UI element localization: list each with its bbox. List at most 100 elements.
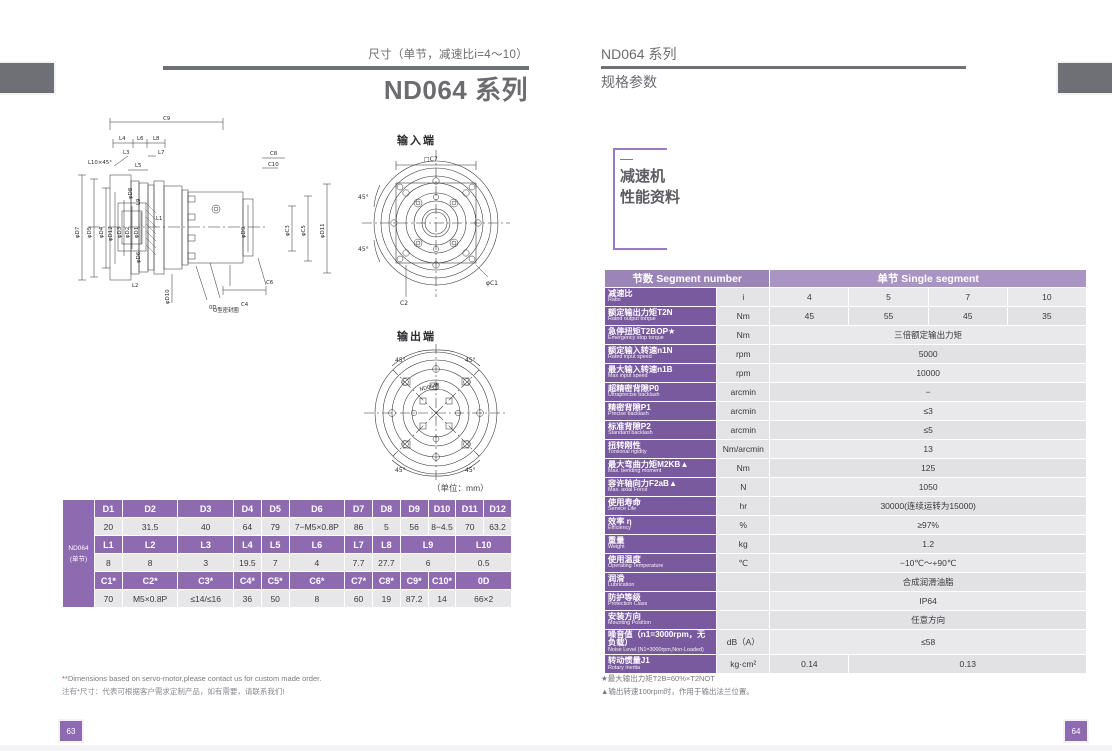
dimension-value-cell: 8−4.5: [427, 517, 457, 536]
svg-text:φD10: φD10: [165, 289, 171, 304]
dimension-head-cell: C3*: [177, 571, 234, 590]
svg-text:φD9: φD9: [241, 226, 247, 238]
spec-row-unit: N: [716, 477, 771, 497]
dimension-head-cell: C10*: [427, 571, 457, 590]
dimension-value-cell: 79: [260, 517, 290, 536]
dimension-value-cell: 31.5: [121, 517, 179, 536]
spec-row-unit: hr: [716, 496, 771, 516]
dimension-value-cell: 60: [344, 589, 373, 608]
spec-row-label: 容许轴向力F2aB▲Max. axial Force: [603, 477, 718, 497]
spec-value-cell: −: [769, 382, 1087, 402]
svg-text:φD1: φD1: [134, 227, 140, 238]
dimension-head-cell: D1: [94, 499, 123, 518]
spec-row-unit: %: [716, 515, 771, 535]
spec-value-cell: 35: [1006, 306, 1088, 326]
performance-line1: 减速机: [620, 168, 666, 185]
dimension-head-cell: L6: [288, 535, 346, 554]
svg-text:□C7: □C7: [424, 156, 438, 163]
edge-tab-right[interactable]: [1058, 63, 1112, 93]
spec-row-unit: [716, 610, 771, 630]
performance-box-frame: [613, 148, 667, 250]
dimension-value-cell: 8: [94, 553, 123, 572]
dimension-head-cell: C7*: [344, 571, 373, 590]
left-footnotes: **Dimensions based on servo-motor,please…: [62, 672, 321, 698]
svg-text:L5: L5: [135, 163, 141, 169]
svg-text:φC3: φC3: [285, 225, 291, 236]
dimension-value-cell: 86: [344, 517, 373, 536]
spec-row-unit: i: [716, 287, 771, 307]
dimension-value-cell: 3: [177, 553, 234, 572]
spec-row-unit: Nm: [716, 306, 771, 326]
svg-text:φD8: φD8: [128, 187, 134, 199]
svg-text:L2: L2: [132, 283, 138, 289]
svg-text:L9: L9: [136, 198, 142, 205]
dimension-head-cell: C9*: [399, 571, 429, 590]
dim-model-name: ND064: [68, 544, 89, 552]
dimension-head-cell: L7: [344, 535, 373, 554]
spec-value-cell: 45: [769, 306, 850, 326]
spec-value-cell: IP64: [769, 591, 1087, 611]
edge-tab-left[interactable]: [0, 63, 54, 93]
spec-row-unit: kg: [716, 534, 771, 554]
dimension-head-cell: D9: [399, 499, 429, 518]
spec-row-unit: kg·cm²: [716, 654, 771, 675]
svg-text:φD5: φD5: [87, 227, 93, 238]
right-footnote-2: ▲输出转速100rpm时，作用于输出法兰位置。: [601, 687, 754, 696]
dimension-head-cell: D2: [121, 499, 179, 518]
dimension-table-row: C1*C2*C3*C4*C5*C6*C7*C8*C9*C10*0D: [63, 571, 512, 590]
left-page: 尺寸（单节，减速比i=4～10） ND064 系列: [0, 49, 529, 741]
svg-text:C9: C9: [163, 116, 171, 122]
dimension-head-cell: D10: [427, 499, 457, 518]
dimension-value-cell: 8: [288, 589, 346, 608]
svg-text:C10: C10: [268, 162, 279, 168]
left-footnote-cn: 注有*尺寸：代表可根据客户需求定制产品，如有需要，请联系我们!: [62, 687, 285, 696]
dimension-head-cell: C5*: [260, 571, 290, 590]
dimension-value-cell: 40: [177, 517, 234, 536]
dimension-head-cell: C1*: [94, 571, 123, 590]
dimension-value-cell: 7: [260, 553, 290, 572]
spec-row-unit: Nm: [716, 325, 771, 345]
spec-value-cell: 55: [848, 306, 929, 326]
spec-value-cell: ≤3: [769, 401, 1087, 421]
svg-text:φD4: φD4: [99, 226, 105, 238]
svg-text:L3: L3: [123, 150, 129, 156]
dimension-head-cell: C6*: [288, 571, 346, 590]
viewer-bottom-strip: [0, 745, 1112, 751]
spec-row-unit: rpm: [716, 363, 771, 383]
svg-text:L10×45°: L10×45°: [88, 160, 112, 166]
svg-text:45°: 45°: [358, 194, 369, 201]
dim-model-note: (单节): [69, 555, 88, 563]
dimension-head-cell: D3: [177, 499, 234, 518]
spec-value-cell: 10: [1006, 287, 1088, 307]
spec-value-cell: 任意方向: [769, 610, 1087, 630]
right-page-kicker: ND064 系列: [601, 46, 677, 62]
spec-row-unit: Nm/arcmin: [716, 439, 771, 459]
left-footnote-en: **Dimensions based on servo-motor,please…: [62, 674, 322, 683]
dimension-value-cell: 7−M5×0.8P: [288, 517, 346, 536]
dimension-value-cell: 8: [121, 553, 179, 572]
dimension-value-cell: 14: [427, 589, 457, 608]
svg-text:φD2: φD2: [125, 227, 131, 238]
svg-text:L8: L8: [153, 136, 160, 142]
dimension-value-cell: 63.2: [483, 517, 512, 536]
dimension-value-cell: 27.7: [371, 553, 401, 572]
spec-row-unit: dB（A）: [716, 628, 771, 656]
